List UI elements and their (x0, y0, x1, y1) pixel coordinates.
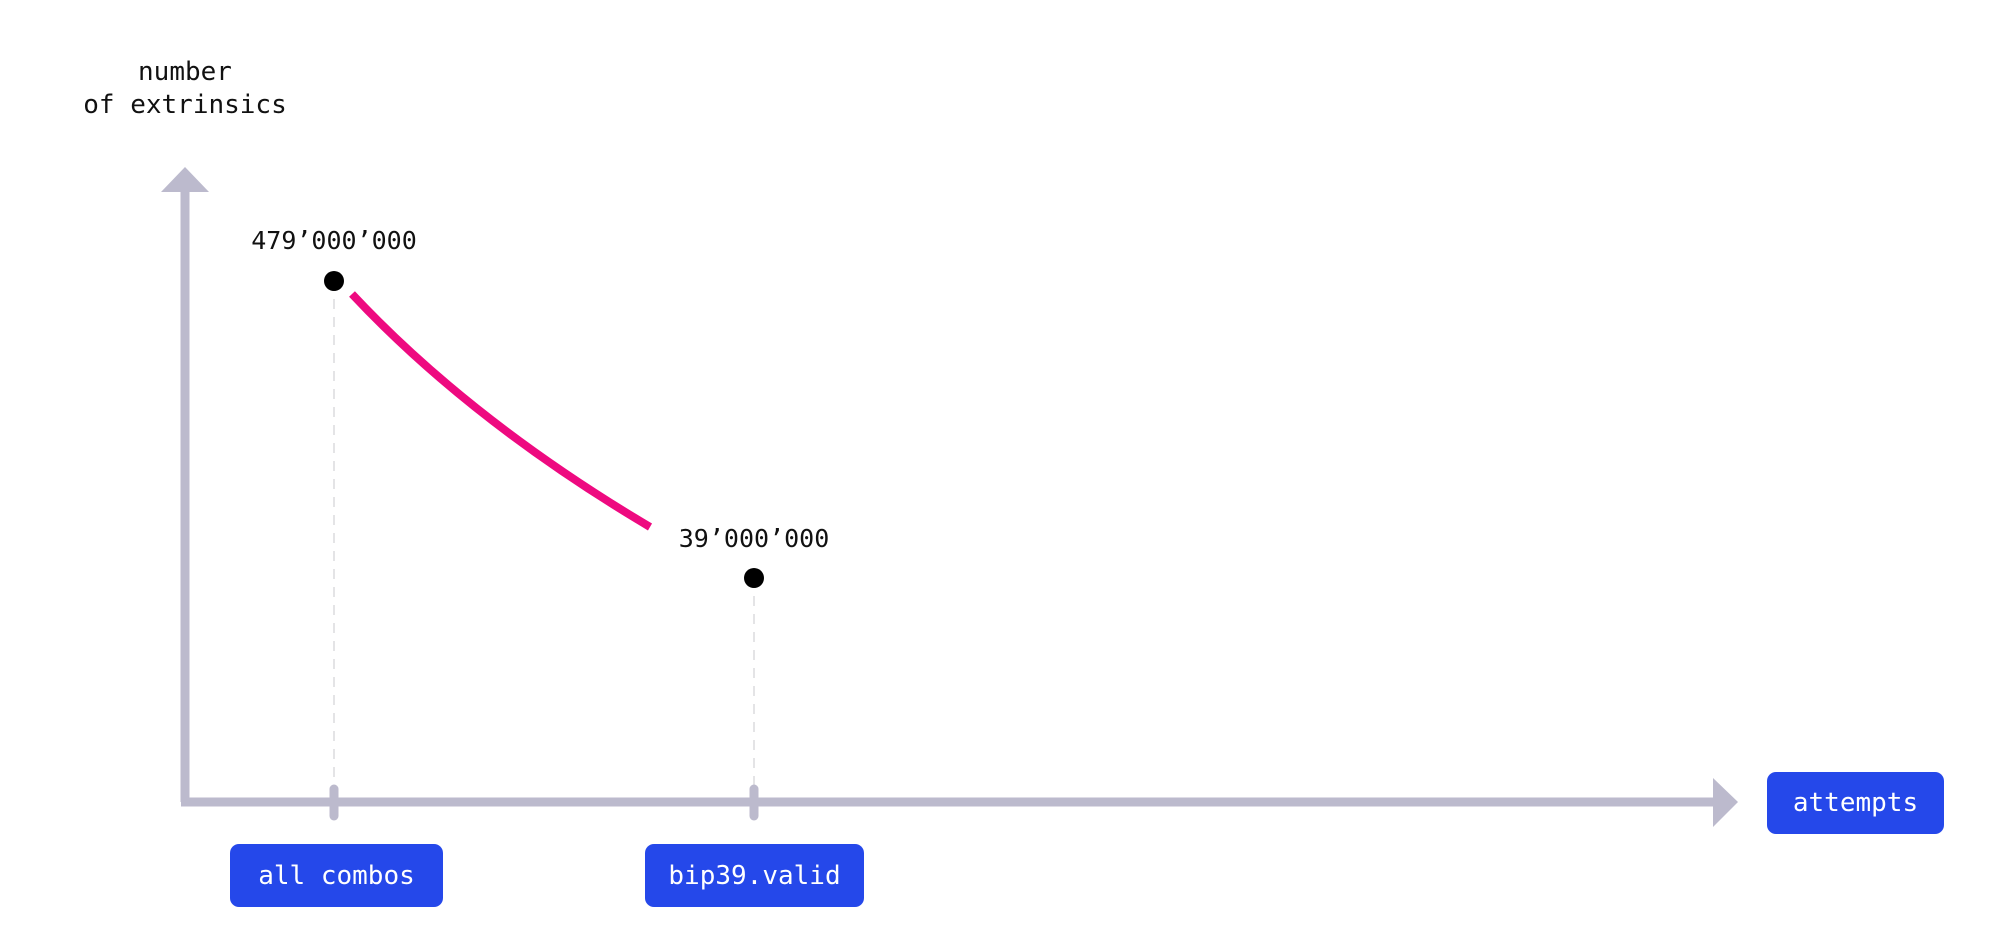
value-label: 39’000’000 (678, 524, 830, 553)
value-label: 479’000’000 (251, 226, 417, 255)
data-point (744, 568, 764, 588)
y-axis-label: number of extrinsics (60, 56, 310, 122)
x-axis-label: attempts (1767, 772, 1944, 834)
y-axis-arrow-icon (161, 167, 209, 192)
x-tick-label-all-combos: all combos (230, 844, 443, 907)
x-axis-arrow-icon (1713, 778, 1738, 827)
y-axis-label-line-2: of extrinsics (83, 90, 287, 120)
x-tick-label-bip39-valid: bip39.valid (645, 844, 864, 907)
y-axis-label-line-1: number (138, 57, 232, 87)
data-point (324, 271, 344, 291)
trend-curve (349, 291, 653, 531)
